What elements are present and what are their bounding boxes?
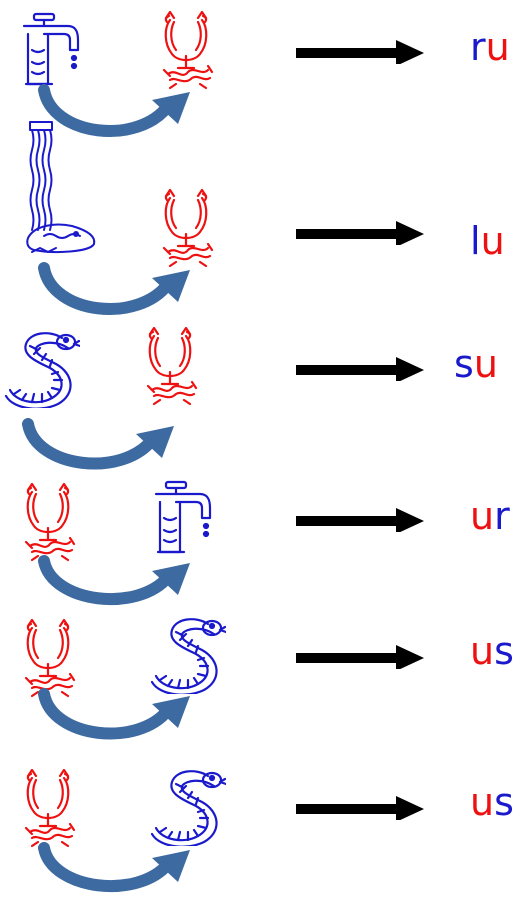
curved-blend-arrow-icon <box>22 418 192 478</box>
syllable-result: ur <box>470 497 510 535</box>
curved-blend-arrow-icon <box>38 555 208 613</box>
horns-u-icon <box>156 10 216 94</box>
syllable-letter: s <box>454 342 474 386</box>
syllable-letter: u <box>470 494 495 538</box>
syllable-result: su <box>454 345 498 383</box>
syllable-letter: u <box>473 342 498 386</box>
syllable-letter: l <box>470 219 481 263</box>
faucet-r-icon <box>150 478 214 562</box>
waterfall-l-icon <box>24 118 100 262</box>
syllable-letter: u <box>470 780 495 824</box>
horns-u-icon <box>18 768 78 852</box>
curved-blend-arrow-icon <box>38 842 208 900</box>
syllable-letter: s <box>494 629 514 673</box>
syllable-letter: u <box>485 25 510 69</box>
curved-blend-arrow-icon <box>38 688 208 748</box>
snake-s-icon <box>150 766 228 850</box>
right-arrow-icon <box>296 645 426 673</box>
horns-u-icon <box>18 482 78 566</box>
syllable-letter: u <box>480 219 505 263</box>
right-arrow-icon <box>296 221 426 249</box>
snake-s-icon <box>4 328 82 412</box>
syllable-result: us <box>470 632 514 670</box>
right-arrow-icon <box>296 40 426 68</box>
right-arrow-icon <box>296 508 426 536</box>
syllable-result: ru <box>470 28 510 66</box>
curved-blend-arrow-icon <box>38 84 208 146</box>
syllable-result: lu <box>470 222 505 260</box>
syllable-letter: r <box>494 494 510 538</box>
syllable-letter: u <box>470 629 495 673</box>
right-arrow-icon <box>296 796 426 824</box>
snake-s-icon <box>150 614 228 698</box>
horns-u-icon <box>140 326 200 410</box>
horns-u-icon <box>18 618 78 702</box>
curved-blend-arrow-icon <box>38 262 208 324</box>
horns-u-icon <box>156 188 216 272</box>
syllable-letter: s <box>494 780 514 824</box>
syllable-letter: r <box>470 25 486 69</box>
right-arrow-icon <box>296 357 426 385</box>
faucet-r-icon <box>18 10 82 94</box>
syllable-result: us <box>470 783 514 821</box>
